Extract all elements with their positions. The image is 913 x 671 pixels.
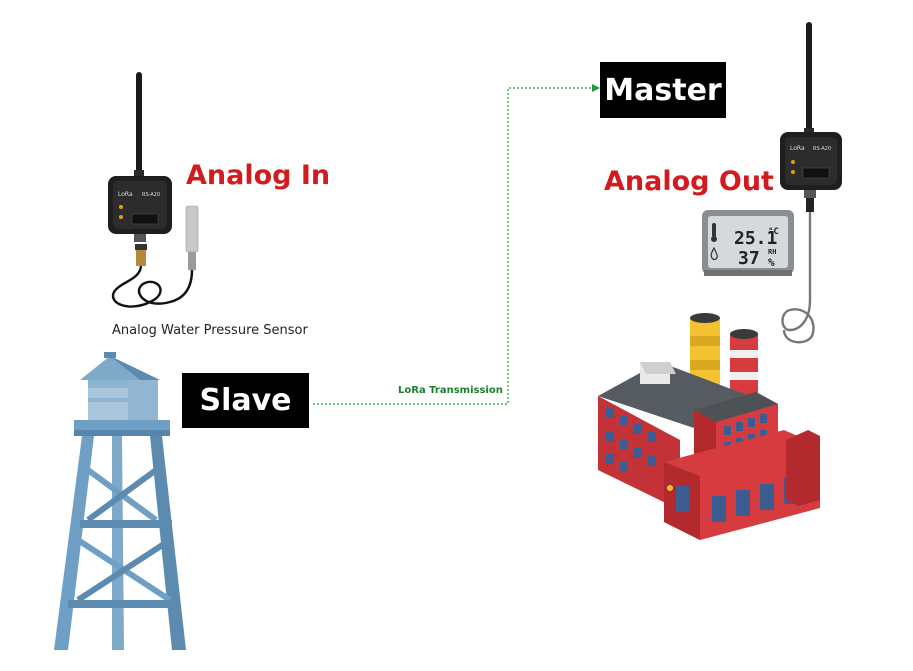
water-tower-icon: [54, 352, 186, 650]
display-humidity-unit-bottom: %: [768, 256, 775, 269]
master-label-box: Master: [600, 62, 726, 118]
display-temperature-unit: °C: [768, 227, 779, 237]
master-device-icon: LoRa RS-A20: [780, 22, 842, 344]
svg-text:LoRa: LoRa: [118, 191, 133, 198]
slave-device-icon: LoRa RS-A20: [108, 72, 172, 266]
analog-out-title: Analog Out: [604, 166, 774, 197]
pressure-sensor-icon: [111, 205, 199, 308]
factory-icon: [598, 313, 820, 540]
slave-label-box: Slave: [182, 373, 309, 428]
display-humidity: 37: [738, 248, 760, 269]
display-humidity-unit-top: RH: [768, 248, 776, 256]
sensor-caption: Analog Water Pressure Sensor: [112, 323, 308, 338]
svg-text:LoRa: LoRa: [790, 145, 805, 152]
lora-link-line: [313, 84, 600, 405]
temperature-humidity-display-icon: 25.1 °C 37 RH %: [702, 210, 794, 276]
svg-text:RS-A20: RS-A20: [813, 146, 831, 152]
master-label: Master: [604, 72, 722, 108]
analog-in-title: Analog In: [186, 160, 331, 191]
display-temperature: 25.1: [734, 228, 777, 249]
svg-text:RS-A20: RS-A20: [142, 192, 160, 198]
slave-label: Slave: [199, 383, 292, 418]
lora-transmission-label: LoRa Transmission: [398, 385, 503, 396]
